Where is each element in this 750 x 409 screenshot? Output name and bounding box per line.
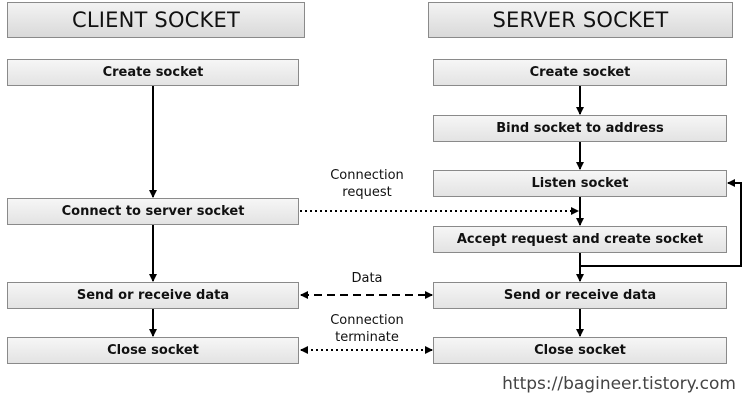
server-send-receive-data: Send or receive data: [433, 282, 727, 309]
server-create-socket: Create socket: [433, 59, 727, 86]
client-socket-header: CLIENT SOCKET: [7, 2, 305, 38]
client-close-socket: Close socket: [7, 337, 299, 364]
server-close-socket: Close socket: [433, 337, 727, 364]
client-connect-to-server: Connect to server socket: [7, 198, 299, 225]
data-label: Data: [351, 271, 383, 286]
server-socket-header: SERVER SOCKET: [428, 2, 733, 38]
connection-terminate-label: Connection terminate: [330, 313, 404, 345]
client-create-socket: Create socket: [7, 59, 299, 86]
server-loop-arrow: [580, 179, 742, 267]
client-send-receive-data: Send or receive data: [7, 282, 299, 309]
server-listen-socket: Listen socket: [433, 170, 727, 197]
source-url: https://bagineer.tistory.com: [502, 374, 736, 394]
server-accept-request: Accept request and create socket: [433, 226, 727, 253]
server-bind-socket: Bind socket to address: [433, 115, 727, 142]
connection-request-label: Connection request: [330, 168, 404, 200]
